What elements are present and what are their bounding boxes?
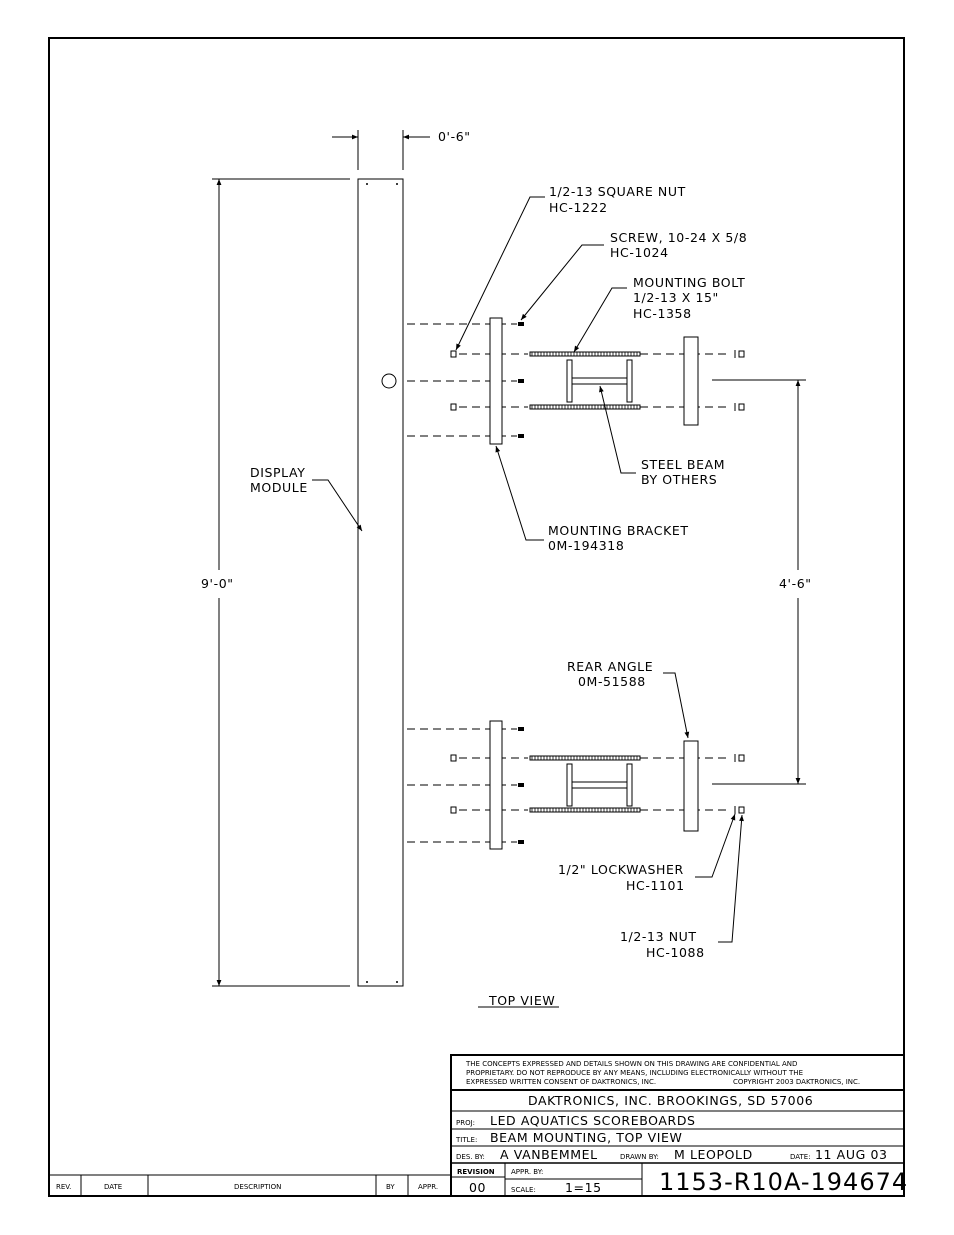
svg-text:1/2" LOCKWASHER: 1/2" LOCKWASHER [558, 862, 684, 877]
svg-text:0M-194318: 0M-194318 [548, 538, 624, 553]
lower-assembly [407, 721, 744, 849]
drawing-title: BEAM MOUNTING, TOP VIEW [490, 1130, 683, 1145]
revision-table-headers: REV. DATE DESCRIPTION BY APPR. [56, 1183, 438, 1191]
label-screw: SCREW, 10-24 X 5/8 HC-1024 [610, 230, 747, 260]
svg-text:APPR.: APPR. [418, 1183, 438, 1191]
display-module [358, 179, 403, 986]
screw-icon [518, 379, 524, 383]
svg-text:HC-1222: HC-1222 [549, 200, 608, 215]
drawn-label: DRAWN BY: [620, 1153, 659, 1161]
svg-text:HC-1088: HC-1088 [646, 945, 705, 960]
svg-text:DISPLAY: DISPLAY [250, 465, 305, 480]
svg-text:1/2-13 SQUARE NUT: 1/2-13 SQUARE NUT [549, 184, 686, 199]
mounting-bolt-upper-1 [530, 352, 640, 356]
upper-assembly [407, 318, 744, 444]
title-block [451, 1055, 904, 1196]
mounting-bolt-upper-2 [530, 405, 640, 409]
svg-text:0M-51588: 0M-51588 [578, 674, 646, 689]
revision-number: 00 [469, 1180, 486, 1195]
height-dimension [212, 179, 350, 986]
des-label: DES. BY: [456, 1153, 485, 1161]
svg-text:STEEL BEAM: STEEL BEAM [641, 457, 725, 472]
date-label: DATE: [790, 1153, 811, 1161]
svg-text:HC-1358: HC-1358 [633, 306, 692, 321]
sheet-border [49, 38, 904, 1196]
label-nut: 1/2-13 NUT HC-1088 [620, 929, 705, 960]
svg-text:1/2-13 NUT: 1/2-13 NUT [620, 929, 697, 944]
width-dimension-label: 0'-6" [438, 129, 471, 144]
mounting-bracket-lower [490, 721, 502, 849]
drawn-by: M LEOPOLD [674, 1147, 753, 1162]
module-hole-icon [382, 374, 396, 388]
svg-text:DESCRIPTION: DESCRIPTION [234, 1183, 281, 1191]
steel-beam-upper [567, 360, 632, 402]
square-nut-icon [451, 404, 456, 410]
square-nut-icon [451, 755, 456, 761]
appr-label: APPR. BY: [511, 1168, 543, 1176]
svg-text:THE CONCEPTS EXPRESSED AND DET: THE CONCEPTS EXPRESSED AND DETAILS SHOWN… [465, 1060, 797, 1068]
svg-text:MOUNTING BRACKET: MOUNTING BRACKET [548, 523, 689, 538]
screw-icon [518, 783, 524, 787]
scale-label: SCALE: [511, 1186, 536, 1194]
proj-label: PROJ: [456, 1119, 475, 1127]
view-title: TOP VIEW [488, 993, 555, 1008]
mounting-bracket-upper [490, 318, 502, 444]
label-rear-angle: REAR ANGLE 0M-51588 [567, 659, 653, 689]
mounting-bolt-lower-2 [530, 808, 640, 812]
confidential-notice: THE CONCEPTS EXPRESSED AND DETAILS SHOWN… [465, 1060, 860, 1086]
svg-text:HC-1024: HC-1024 [610, 245, 669, 260]
svg-text:REAR ANGLE: REAR ANGLE [567, 659, 653, 674]
svg-text:MOUNTING BOLT: MOUNTING BOLT [633, 275, 745, 290]
svg-text:HC-1101: HC-1101 [626, 878, 685, 893]
svg-text:DATE: DATE [104, 1183, 122, 1191]
label-square-nut: 1/2-13 SQUARE NUT HC-1222 [549, 184, 686, 215]
screw-icon [518, 840, 524, 844]
svg-text:1/2-13 X 15": 1/2-13 X 15" [633, 290, 719, 305]
company-name: DAKTRONICS, INC. BROOKINGS, SD 57006 [528, 1093, 813, 1108]
title-label: TITLE: [455, 1136, 477, 1144]
svg-text:PROPRIETARY. DO NOT REPRODUCE: PROPRIETARY. DO NOT REPRODUCE BY ANY MEA… [466, 1069, 803, 1077]
drawing-number: 1153-R10A-194674 [659, 1168, 908, 1196]
label-mounting-bolt: MOUNTING BOLT 1/2-13 X 15" HC-1358 [633, 275, 745, 321]
square-nut-icon [451, 807, 456, 813]
project-name: LED AQUATICS SCOREBOARDS [490, 1113, 696, 1128]
screw-icon [518, 322, 524, 326]
steel-beam-lower [567, 764, 632, 806]
svg-text:EXPRESSED WRITTEN CONSENT OF D: EXPRESSED WRITTEN CONSENT OF DAKTRONICS,… [466, 1078, 656, 1086]
label-mounting-bracket: MOUNTING BRACKET 0M-194318 [548, 523, 689, 553]
label-lockwasher: 1/2" LOCKWASHER HC-1101 [558, 862, 685, 893]
svg-text:BY OTHERS: BY OTHERS [641, 472, 717, 487]
scale-value: 1=15 [565, 1180, 602, 1195]
svg-text:REV.: REV. [56, 1183, 71, 1191]
drawing-date: 11 AUG 03 [815, 1147, 888, 1162]
leader-lines [312, 197, 744, 942]
revision-table [49, 1175, 451, 1196]
label-display-module: DISPLAY MODULE [250, 465, 308, 495]
rear-angle-upper [684, 337, 698, 425]
mounting-bolt-lower-1 [530, 756, 640, 760]
svg-text:SCREW, 10-24 X 5/8: SCREW, 10-24 X 5/8 [610, 230, 747, 245]
label-steel-beam: STEEL BEAM BY OTHERS [641, 457, 725, 487]
svg-text:COPYRIGHT 2003 DAKTRONICS, INC: COPYRIGHT 2003 DAKTRONICS, INC. [733, 1078, 860, 1086]
svg-text:MODULE: MODULE [250, 480, 308, 495]
height-dimension-label: 9'-0" [201, 576, 234, 591]
designed-by: A VANBEMMEL [500, 1147, 598, 1162]
rear-angle-lower [684, 741, 698, 831]
svg-text:BY: BY [386, 1183, 395, 1191]
spacing-dimension [712, 380, 806, 784]
spacing-dimension-label: 4'-6" [779, 576, 812, 591]
revision-label: REVISION [457, 1168, 495, 1176]
width-dimension [332, 130, 430, 170]
square-nut-icon [451, 351, 456, 357]
screw-icon [518, 727, 524, 731]
screw-icon [518, 434, 524, 438]
